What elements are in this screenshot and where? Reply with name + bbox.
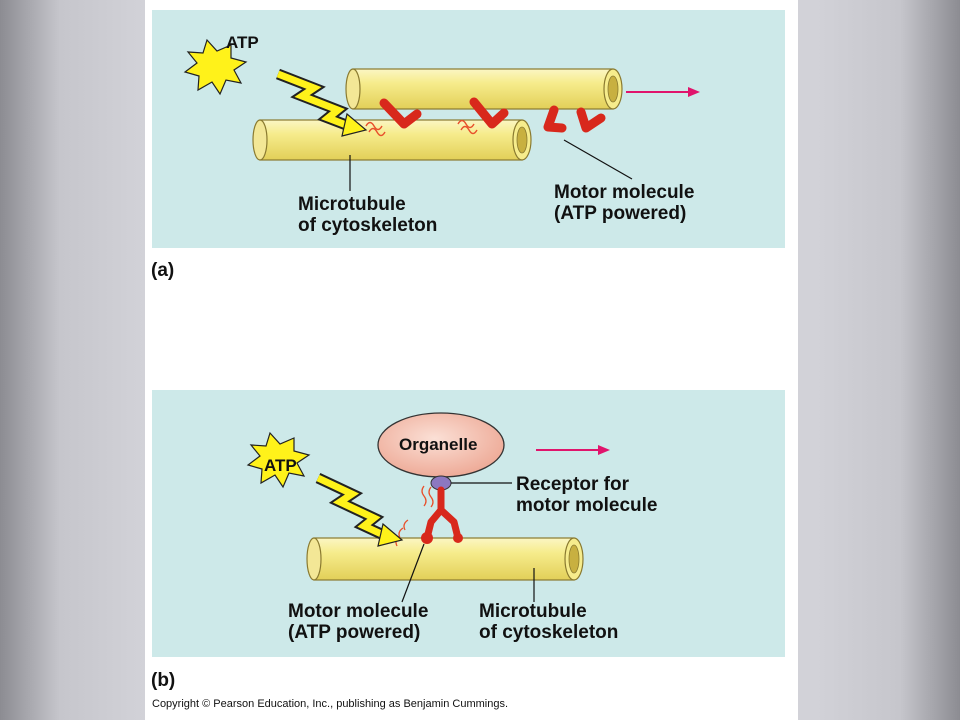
energy-zigzag-arrow xyxy=(315,473,404,547)
slide: ATP Microtubule of cytoskeleton Motor mo… xyxy=(145,0,798,720)
microtubule-label-line-1: Microtubule xyxy=(298,194,406,215)
microtubule-label: Microtubule of cytoskeleton xyxy=(479,601,618,643)
leader-lines xyxy=(401,482,535,603)
direction-arrow xyxy=(626,87,700,97)
panel-b-tag: (b) xyxy=(151,670,176,691)
microtubule-label-line-2: of cytoskeleton xyxy=(298,215,438,236)
atp-label: ATP xyxy=(226,33,259,52)
motor-label-line-2: (ATP powered) xyxy=(554,203,687,224)
microtubule-label: Microtubule of cytoskeleton xyxy=(298,194,437,236)
organelle-label: Organelle xyxy=(399,435,478,454)
panel-a-tag: (a) xyxy=(151,260,175,281)
panel-a: ATP Microtubule of cytoskeleton Motor mo… xyxy=(152,10,785,248)
motor-head-2 xyxy=(453,533,463,543)
panel-b: Organelle ATP Receptor for motor molecul… xyxy=(152,390,785,657)
motor-label-line-1: Motor molecule xyxy=(288,601,429,622)
motor-label-line-2: (ATP powered) xyxy=(288,622,421,643)
motor-label-line-1: Motor molecule xyxy=(554,182,695,203)
lower-microtubule xyxy=(252,119,532,161)
atp-burst xyxy=(183,38,248,96)
receptor-label-line-1: Receptor for xyxy=(516,474,629,495)
motor-molecule-label: Motor molecule (ATP powered) xyxy=(554,182,694,224)
panel-a-illustration xyxy=(183,38,700,191)
atp-burst xyxy=(246,431,311,489)
microtubule-label-line-2: of cytoskeleton xyxy=(479,622,619,643)
receptor-label-line-2: motor molecule xyxy=(516,495,658,516)
microtubule xyxy=(306,537,584,581)
energy-zigzag-arrow xyxy=(276,68,368,137)
motor-head-1 xyxy=(421,532,433,544)
upper-microtubule xyxy=(345,68,623,110)
atp-label: ATP xyxy=(264,456,297,475)
panel-b-illustration xyxy=(246,412,610,603)
motion-lines xyxy=(395,485,434,547)
motion-lines xyxy=(365,119,478,137)
leader-lines xyxy=(349,139,633,191)
motor-molecule-label: Motor molecule (ATP powered) xyxy=(288,601,428,643)
motor-molecules xyxy=(379,97,606,133)
receptor-label: Receptor for motor molecule xyxy=(516,474,657,516)
microtubule-label-line-1: Microtubule xyxy=(479,601,587,622)
direction-arrow xyxy=(536,445,610,455)
copyright-notice: Copyright © Pearson Education, Inc., pub… xyxy=(152,698,509,710)
